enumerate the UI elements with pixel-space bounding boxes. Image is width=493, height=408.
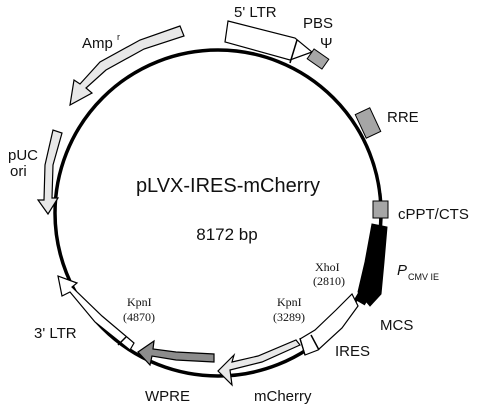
- puc-label-line2: ori: [10, 163, 27, 180]
- rre-box: [354, 107, 382, 139]
- ampr-label: Amp: [82, 35, 113, 52]
- mcs-label: MCS: [380, 317, 413, 334]
- ampr-arrow: [69, 25, 185, 107]
- wpre-label: WPRE: [145, 388, 190, 405]
- ires-label: IRES: [335, 343, 370, 360]
- kpni2-position: (4870): [123, 310, 155, 324]
- plasmid-size: 8172 bp: [196, 225, 257, 244]
- puc-ori-arrow: [36, 129, 63, 216]
- puc-label-line1: pUC: [8, 147, 38, 164]
- xhoi-position: (2810): [313, 274, 345, 288]
- kpni1-position: (3289): [273, 310, 305, 324]
- cppt-box: [372, 200, 389, 219]
- kpni2-tick: [117, 336, 127, 346]
- psi-label: Ψ: [320, 35, 333, 52]
- wpre-arrow: [137, 339, 215, 367]
- pcmv-label: P: [397, 262, 407, 279]
- mcherry-label: mCherry: [254, 388, 312, 405]
- pbs-label: PBS: [303, 15, 333, 32]
- pbs-marker: [289, 39, 298, 64]
- ltr3-arrow: [57, 275, 135, 351]
- kpni1-tick: [310, 334, 320, 351]
- plasmid-name: pLVX-IRES-mCherry: [136, 175, 320, 197]
- ltr5-arrow: [224, 20, 314, 61]
- xhoi-name: XhoI: [315, 260, 340, 274]
- mcherry-arrow: [217, 339, 301, 387]
- ltr3-label: 3' LTR: [34, 325, 77, 342]
- cmv-promoter-arrow: [357, 223, 388, 307]
- pcmv-sub-label: CMV IE: [408, 272, 439, 282]
- ltr5-label: 5' LTR: [234, 4, 277, 21]
- ampr-superscript: r: [117, 32, 120, 42]
- mcs-box: [354, 290, 370, 306]
- cppt-label: cPPT/CTS: [398, 206, 469, 223]
- ires-boundary: [299, 337, 306, 356]
- kpni2-name: KpnI: [127, 295, 152, 309]
- psi-box: [306, 48, 330, 70]
- kpni1-name: KpnI: [277, 295, 302, 309]
- rre-label: RRE: [387, 109, 419, 126]
